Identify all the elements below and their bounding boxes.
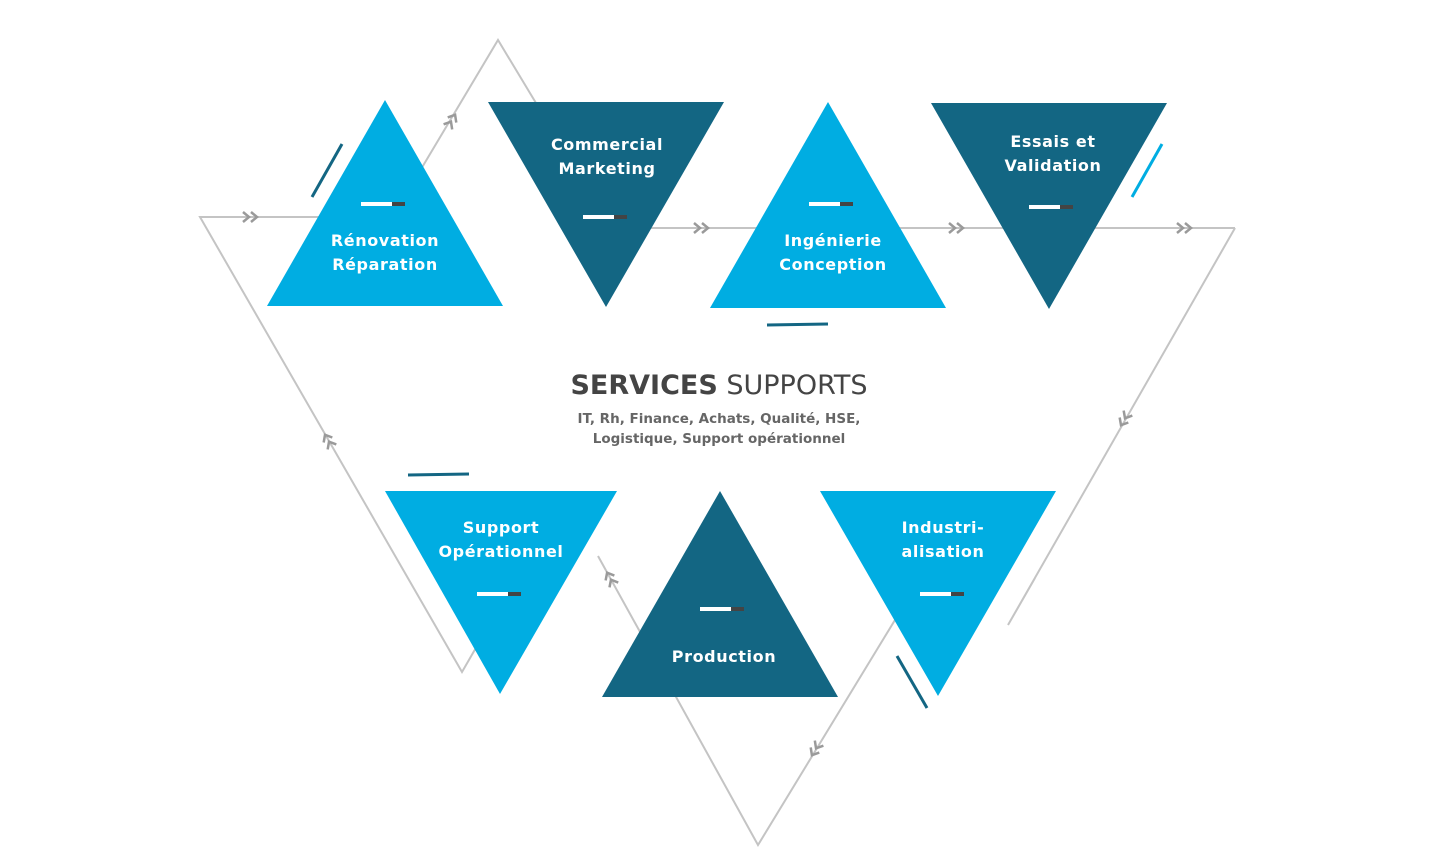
- double-chevron-icon: [1118, 410, 1133, 427]
- stage-label: Commercial: [551, 135, 663, 154]
- center-title-bold: SERVICES: [570, 370, 717, 401]
- stage-label: Marketing: [558, 159, 655, 178]
- stage-label: Production: [672, 647, 776, 666]
- stage-label: alisation: [901, 542, 984, 561]
- center-title: SERVICES SUPPORTS: [570, 370, 867, 401]
- stage-essais[interactable]: Essais et Validation: [931, 103, 1167, 309]
- center-subtitle-line: Logistique, Support opérationnel: [593, 431, 846, 447]
- stage-label: Rénovation: [331, 231, 439, 250]
- flow-arrows: [242, 113, 1193, 757]
- stage-ingenierie[interactable]: Ingénierie Conception: [710, 102, 946, 308]
- double-chevron-icon: [809, 740, 824, 757]
- stage-label: Support: [463, 518, 540, 537]
- stage-label: Industri-: [902, 518, 985, 537]
- stage-label: Ingénierie: [784, 231, 882, 250]
- stage-industrialisation[interactable]: Industri- alisation: [820, 491, 1056, 696]
- double-chevron-icon: [322, 433, 337, 450]
- stage-label: Validation: [1004, 156, 1101, 175]
- decorative-accents: [310, 143, 1164, 709]
- double-chevron-icon: [948, 222, 965, 234]
- stage-commercial[interactable]: Commercial Marketing: [488, 102, 724, 307]
- center-title-light: SUPPORTS: [726, 370, 867, 401]
- stage-label: Essais et: [1010, 132, 1095, 151]
- center-subtitle-line: IT, Rh, Finance, Achats, Qualité, HSE,: [578, 411, 861, 427]
- stage-support[interactable]: Support Opérationnel: [385, 491, 617, 694]
- double-chevron-icon: [1176, 222, 1193, 234]
- stage-renovation[interactable]: Rénovation Réparation: [267, 100, 503, 306]
- services-supports-block: SERVICES SUPPORTS IT, Rh, Finance, Achat…: [570, 370, 867, 447]
- stage-label: Réparation: [332, 255, 438, 274]
- double-chevron-icon: [693, 222, 710, 234]
- stage-label: Opérationnel: [438, 542, 563, 561]
- stage-label: Conception: [779, 255, 886, 274]
- double-chevron-icon: [242, 211, 259, 223]
- stage-production[interactable]: Production: [602, 491, 838, 697]
- double-chevron-icon: [604, 571, 619, 588]
- double-chevron-icon: [443, 113, 458, 130]
